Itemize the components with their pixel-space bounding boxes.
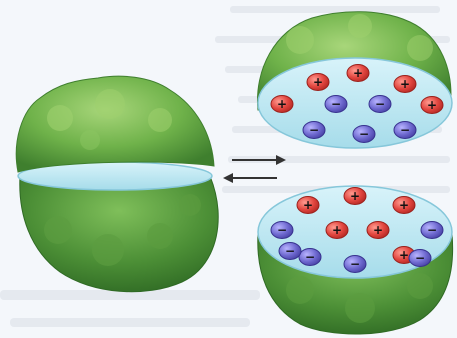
minus-sign: − xyxy=(277,223,287,237)
minus-sign: − xyxy=(305,250,315,264)
anion-ion-top-8: − xyxy=(353,126,375,143)
minus-sign: − xyxy=(375,97,385,111)
plus-sign: + xyxy=(427,98,437,112)
cation-ion-top-1: + xyxy=(347,65,369,82)
plus-sign: + xyxy=(350,189,360,203)
cation-ion-top-2: + xyxy=(394,76,416,93)
cation-ion-top-0: + xyxy=(307,74,329,91)
anion-ion-top-6: − xyxy=(369,96,391,113)
plus-sign: + xyxy=(400,77,410,91)
minus-sign: − xyxy=(427,223,437,237)
plus-sign: + xyxy=(353,66,363,80)
anion-ion-top-5: − xyxy=(325,96,347,113)
anion-ion-bottom-10: − xyxy=(279,243,301,260)
minus-sign: − xyxy=(359,127,369,141)
anion-ion-top-7: − xyxy=(303,122,325,139)
arrow-backward-head xyxy=(223,173,233,183)
plus-sign: + xyxy=(332,223,342,237)
minus-sign: − xyxy=(285,244,295,258)
anion-ion-bottom-8: − xyxy=(344,256,366,273)
plus-sign: + xyxy=(313,75,323,89)
minus-sign: − xyxy=(331,97,341,111)
cation-ion-top-4: + xyxy=(421,97,443,114)
cation-ion-top-3: + xyxy=(271,96,293,113)
minus-sign: − xyxy=(309,123,319,137)
anion-ion-bottom-11: − xyxy=(409,250,431,267)
minus-sign: − xyxy=(350,257,360,271)
cation-ion-bottom-4: + xyxy=(367,222,389,239)
minus-sign: − xyxy=(400,123,410,137)
cation-ion-bottom-0: + xyxy=(297,197,319,214)
anion-ion-bottom-9: − xyxy=(421,222,443,239)
anion-ion-bottom-7: − xyxy=(299,249,321,266)
exchange-arrows xyxy=(223,155,286,183)
anion-ion-bottom-6: − xyxy=(271,222,293,239)
cation-ion-bottom-1: + xyxy=(344,188,366,205)
plus-sign: + xyxy=(399,198,409,212)
plus-sign: + xyxy=(303,198,313,212)
plus-sign: + xyxy=(373,223,383,237)
minus-sign: − xyxy=(415,251,425,265)
plus-sign: + xyxy=(277,97,287,111)
plus-sign: + xyxy=(399,248,409,262)
soil-granule-left xyxy=(16,76,218,292)
anion-ion-top-9: − xyxy=(394,122,416,139)
cation-ion-bottom-3: + xyxy=(326,222,348,239)
cation-ion-bottom-2: + xyxy=(393,197,415,214)
